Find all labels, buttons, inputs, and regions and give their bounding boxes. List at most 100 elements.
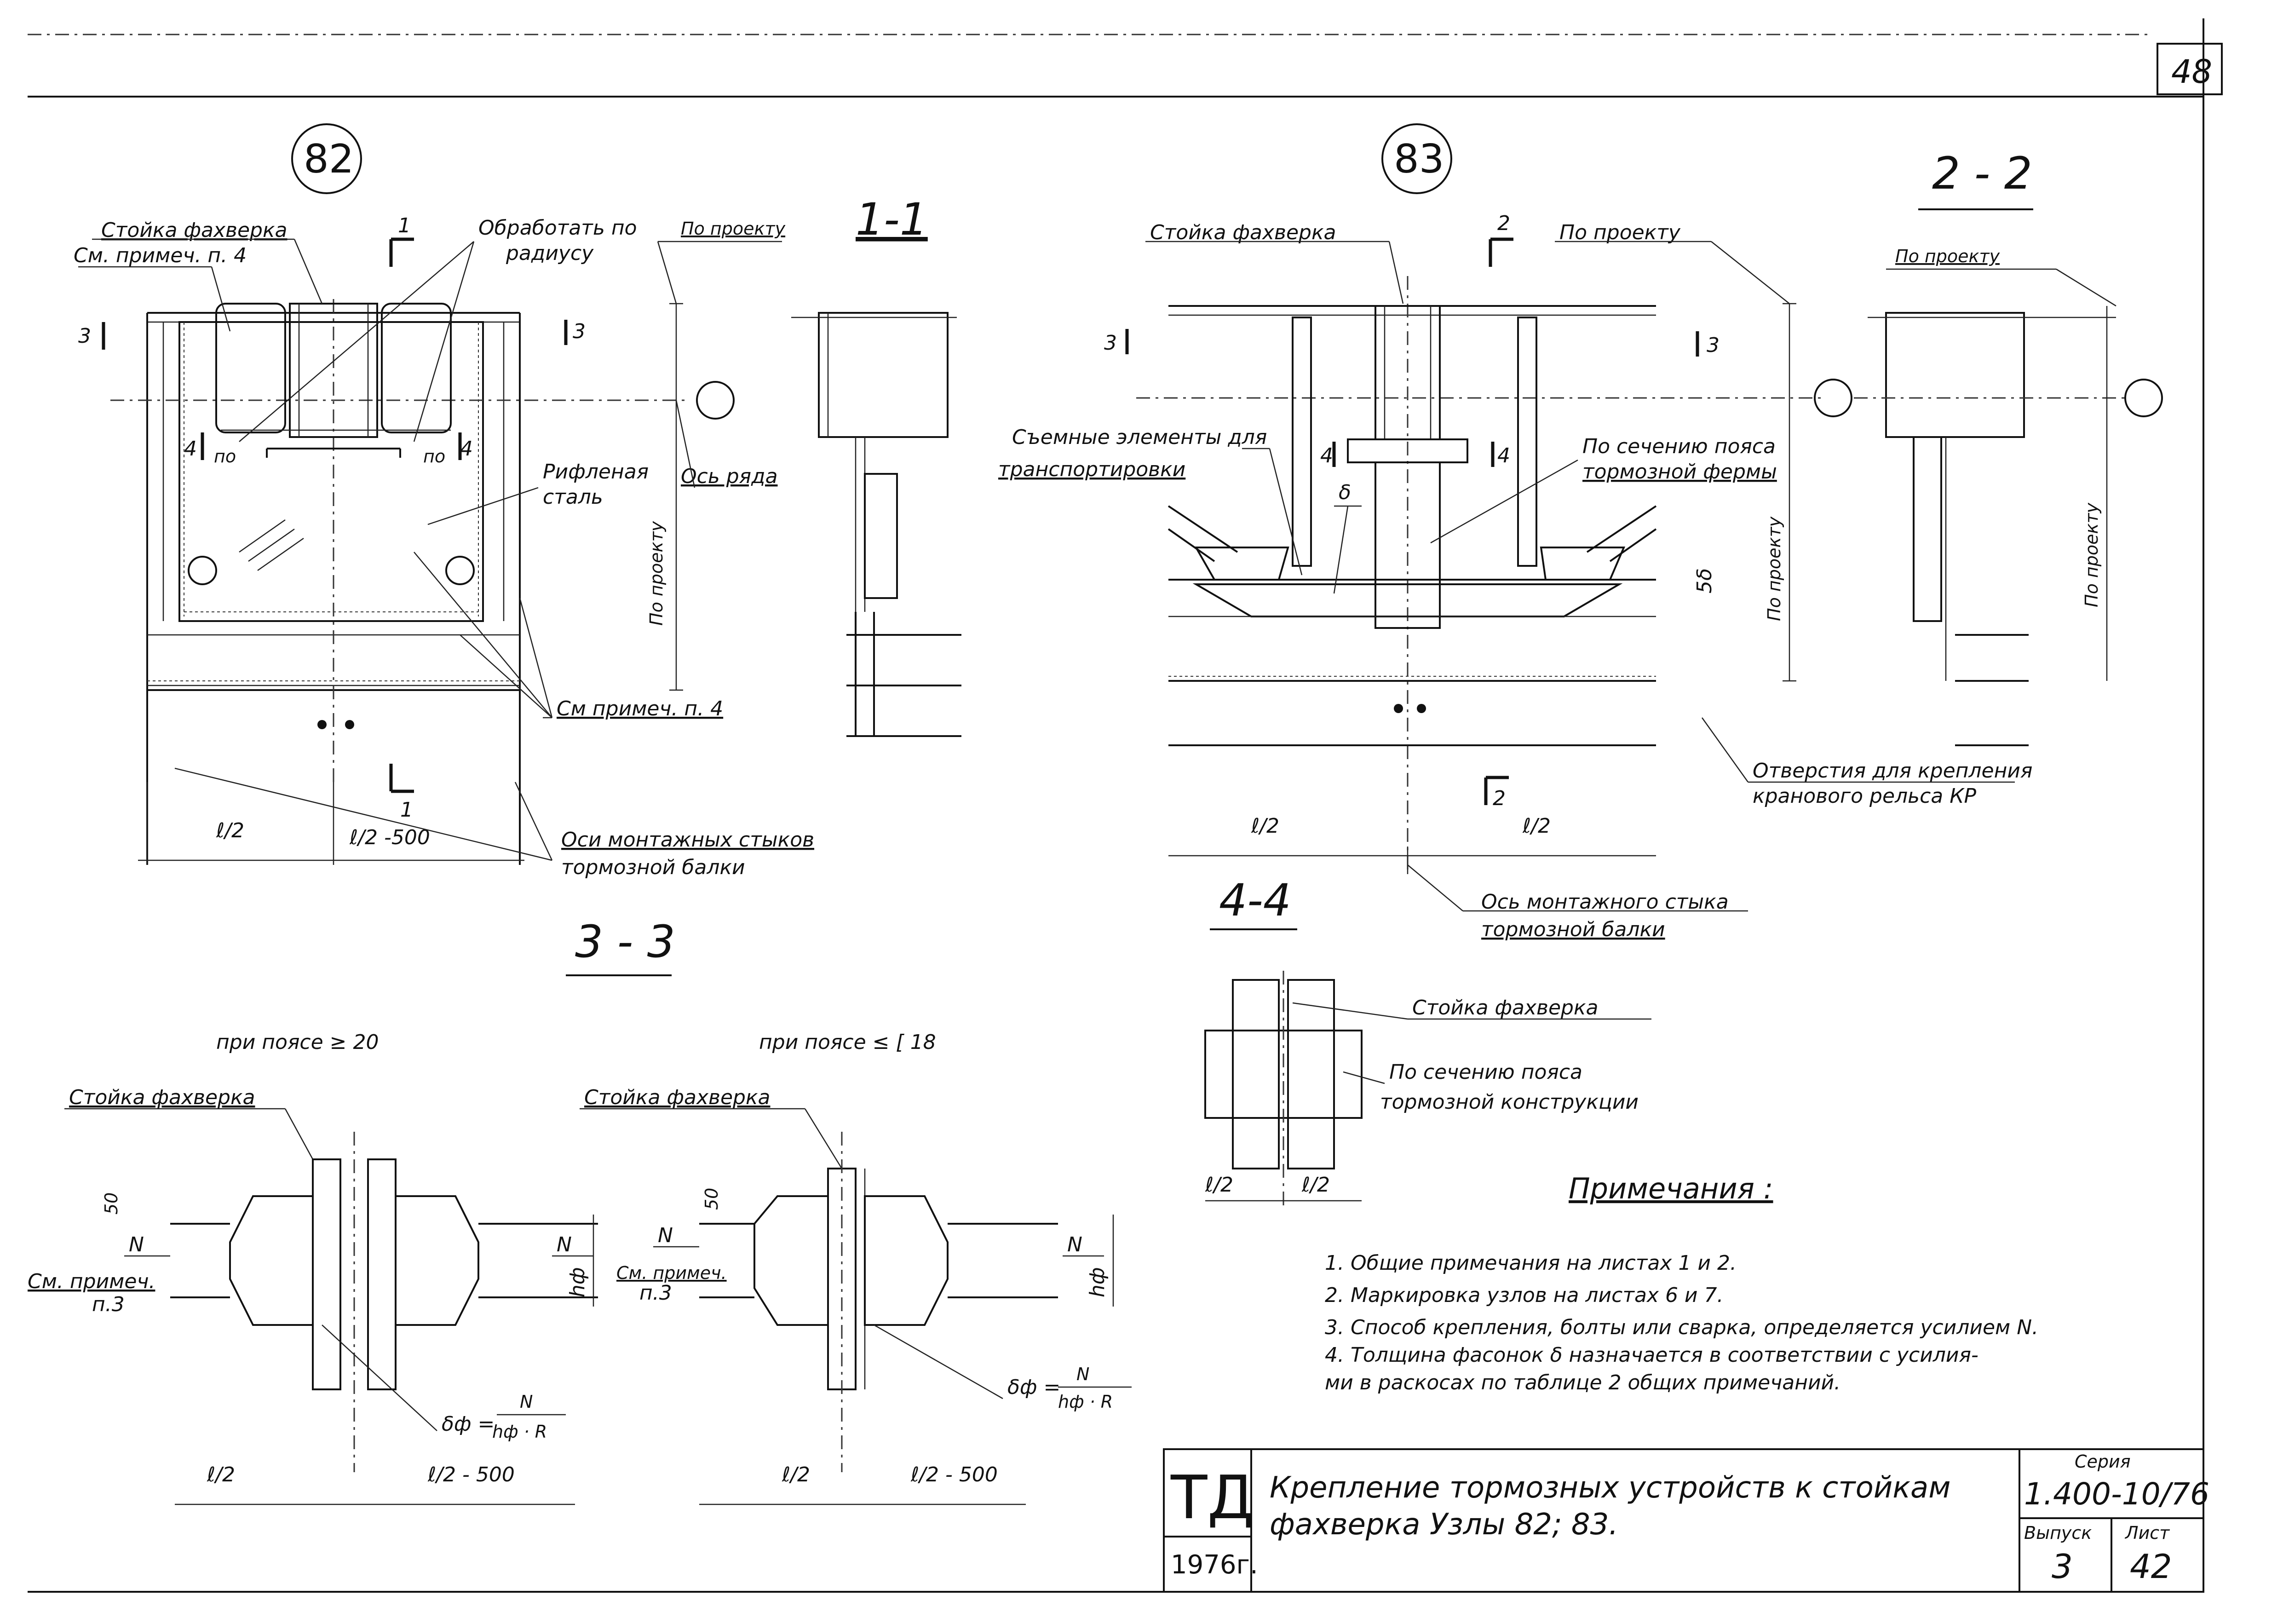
- section-4-4-view: 4-4 Стойка фахверка По сечению пояса тор…: [1204, 875, 1651, 1205]
- n82-riflenaya-label-2: сталь: [543, 485, 603, 509]
- row-axis-bubble-82: [696, 381, 735, 420]
- section-2-2-title: 2 - 2: [1932, 148, 2032, 199]
- s33-N-left: N: [129, 1233, 144, 1256]
- s33-pri-left: при поясе ≥ 20: [216, 1031, 379, 1054]
- note-item-5: ми в раскосах по таблице 2 общих примеча…: [1325, 1371, 1840, 1394]
- seriya-label: Серия: [2075, 1451, 2131, 1472]
- n83-semnye-label-2: транспортировки: [998, 458, 1185, 481]
- section-4-4-title: 4-4: [1219, 875, 1291, 926]
- s33-l2-right: ℓ/2: [782, 1463, 810, 1486]
- otverstiya-label-2: кранового рельса КР: [1753, 784, 1976, 808]
- n83-5delta-label: 5δ: [1693, 568, 1716, 593]
- s33-formula-den-left: hф · R: [492, 1422, 547, 1442]
- section-2-2-view: 2 - 2 По проекту По проекту Отверстия дл…: [1701, 148, 2163, 808]
- n82-dim-l2-500: ℓ/2 -500: [349, 826, 430, 849]
- s33-N-right-var-right: N: [1067, 1233, 1082, 1256]
- row-axis-bubble-22: [2124, 379, 2163, 417]
- n83-delta-label: δ: [1339, 481, 1351, 504]
- n82-marker-4-left: 4: [184, 437, 197, 461]
- s33-stoyka-left: Стойка фахверка: [69, 1086, 255, 1109]
- s22-po-proektu-label: По проекту: [1895, 246, 2000, 266]
- n82-marker-3-left: 3: [78, 324, 91, 348]
- n83-dim-l2-right: ℓ/2: [1522, 814, 1551, 838]
- n82-marker-1-bottom: 1: [400, 798, 413, 822]
- s33-l2-left: ℓ/2: [207, 1463, 235, 1486]
- n83-dim-l2-left: ℓ/2: [1251, 814, 1279, 838]
- vypusk-label: Выпуск: [2024, 1523, 2092, 1543]
- n82-marker-3-right: 3: [573, 320, 586, 343]
- note-item-1: 1. Общие примечания на листах 1 и 2.: [1325, 1251, 1737, 1275]
- n83-marker-2-bottom: 2: [1493, 787, 1506, 810]
- n83-stoyka-label: Стойка фахверка: [1150, 221, 1336, 244]
- n82-po-proektu-vertical: По проекту: [646, 521, 667, 626]
- n83-po-proektu-vertical: По проекту: [1764, 516, 1784, 621]
- s33-l2-500-left: ℓ/2 - 500: [427, 1463, 515, 1486]
- n82-po-left: по: [214, 446, 236, 466]
- node-83-number: 83: [1394, 136, 1444, 182]
- s33-see-note3-left-2: п.3: [92, 1293, 125, 1316]
- list-value: 42: [2130, 1547, 2172, 1586]
- n83-marker-3-left: 3: [1104, 331, 1117, 355]
- title-year: 1976г.: [1171, 1550, 1258, 1580]
- n83-po-proektu-label: По проекту: [1559, 221, 1681, 244]
- s22-po-proektu-vertical: По проекту: [2082, 502, 2102, 607]
- n82-marker-1-top: 1: [398, 214, 411, 237]
- note-item-4: 4. Толщина фасонок δ назначается в соотв…: [1325, 1343, 1978, 1367]
- n83-marker-4-right: 4: [1497, 444, 1510, 467]
- section-1-1-view: 1-1: [791, 194, 961, 737]
- n82-dim-l2: ℓ/2: [216, 819, 244, 842]
- s44-l2-left: ℓ/2: [1205, 1173, 1233, 1197]
- note-item-2: 2. Маркировка узлов на листах 6 и 7.: [1325, 1284, 1724, 1307]
- node-83-circle: [1381, 123, 1452, 194]
- n82-see-note4b-label: См примеч. п. 4: [557, 697, 723, 720]
- s33-see-note3-right-1: См. примеч.: [616, 1263, 727, 1283]
- notes-title: Примечания :: [1569, 1172, 1773, 1205]
- n82-po-right: по: [423, 446, 445, 466]
- notes-block: Примечания : 1. Общие примечания на лист…: [1325, 1172, 2038, 1394]
- n82-os-ryada-label: Ось ряда: [681, 465, 778, 488]
- section-1-1-title: 1-1: [856, 194, 928, 245]
- s44-po-sech-label-1: По сечению пояса: [1389, 1060, 1582, 1084]
- s33-formula-den-right: hф · R: [1058, 1392, 1113, 1412]
- n83-os-mont-label-1: Ось монтажного стыка: [1481, 890, 1729, 914]
- n82-riflenaya-label-1: Рифленая: [543, 460, 649, 484]
- row-axis-bubble-83: [1814, 379, 1852, 417]
- s33-N-right: N: [557, 1233, 572, 1256]
- s33-see-note3-right-2: п.3: [639, 1281, 672, 1305]
- s33-formula-num-right: N: [1076, 1364, 1089, 1384]
- s33-pri-right: при поясе ≤ [ 18: [759, 1031, 936, 1054]
- n83-marker-3-right: 3: [1707, 334, 1720, 357]
- title-block: ТД 1976г. Крепление тормозных устройств …: [1163, 1448, 2209, 1593]
- n82-marker-4-right: 4: [460, 437, 473, 461]
- n82-osi-label-2: тормозной балки: [561, 856, 745, 879]
- n83-os-mont-label-2: тормозной балки: [1481, 918, 1665, 941]
- node-82-number: 82: [304, 136, 354, 182]
- s44-stoyka-label: Стойка фахверка: [1412, 996, 1599, 1019]
- n82-obrabotat-label-1: Обработать по: [478, 216, 637, 240]
- s33-formula-lhs-right: δф =: [1007, 1376, 1060, 1399]
- section-3-3-title: 3 - 3: [575, 916, 675, 967]
- s33-hf-left: hф: [566, 1267, 589, 1297]
- sheet-number: 48: [2171, 53, 2212, 91]
- title-line-1: Крепление тормозных устройств к стойкам: [1270, 1471, 1950, 1505]
- s44-l2-right: ℓ/2: [1301, 1173, 1330, 1197]
- note-item-3: 3. Способ крепления, болты или сварка, о…: [1325, 1316, 2038, 1339]
- s44-po-sech-label-2: тормозной конструкции: [1380, 1090, 1639, 1114]
- node-82-circle: [291, 123, 362, 194]
- s33-formula-num-left: N: [520, 1392, 533, 1412]
- n83-marker-4-left: 4: [1320, 444, 1333, 467]
- n83-po-secheniyu-label-1: По сечению пояса: [1582, 435, 1776, 458]
- node-82-view: 82 Стойка фахверка См. примеч. п. 4 Обра…: [74, 123, 814, 879]
- s33-hf-right: hф: [1086, 1267, 1109, 1297]
- title-logo: ТД: [1170, 1463, 1254, 1532]
- n83-marker-2-top: 2: [1497, 212, 1510, 235]
- title-line-2: фахверка Узлы 82; 83.: [1270, 1508, 1618, 1542]
- otverstiya-label-1: Отверстия для крепления: [1753, 759, 2032, 783]
- n83-po-secheniyu-label-2: тормозной фермы: [1582, 460, 1777, 484]
- list-label: Лист: [2124, 1523, 2170, 1543]
- s33-stoyka-right: Стойка фахверка: [584, 1086, 771, 1109]
- node-83-view: 83 Стойка фахверка По проекту 2 2 3 3: [998, 123, 1852, 941]
- vypusk-value: 3: [2052, 1547, 2073, 1586]
- sheet-number-box: [2157, 43, 2223, 95]
